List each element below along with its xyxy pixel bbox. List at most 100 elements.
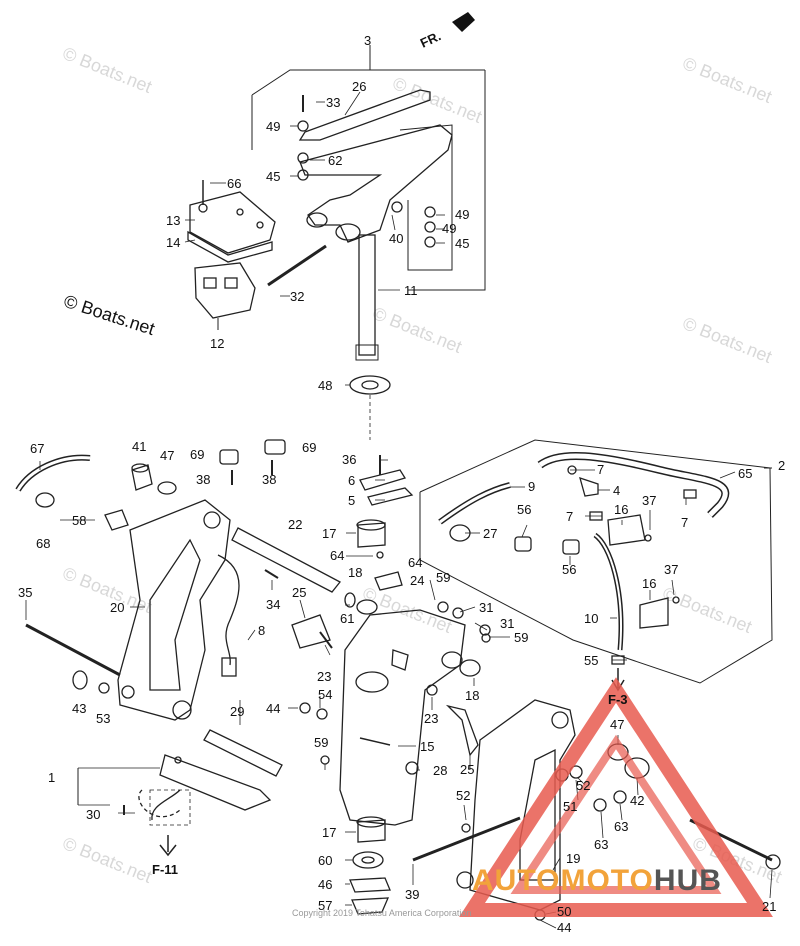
callout-24[interactable]: 24 — [410, 573, 425, 588]
callout-59[interactable]: 59 — [436, 570, 451, 585]
callout-9[interactable]: 9 — [528, 479, 536, 494]
callout-65[interactable]: 65 — [738, 466, 753, 481]
callout-64[interactable]: 64 — [330, 548, 345, 563]
callout-57[interactable]: 57 — [318, 898, 333, 913]
callout-30[interactable]: 30 — [86, 807, 101, 822]
callout-15[interactable]: 15 — [420, 739, 435, 754]
callout-45[interactable]: 45 — [455, 236, 470, 251]
callout-10[interactable]: 10 — [584, 611, 599, 626]
callout-23[interactable]: 23 — [424, 711, 439, 726]
callout-2[interactable]: 2 — [778, 458, 786, 473]
callout-17[interactable]: 17 — [322, 526, 337, 541]
callout-59[interactable]: 59 — [514, 630, 529, 645]
callout-63[interactable]: 63 — [614, 819, 629, 834]
front-arrow-icon — [452, 12, 475, 32]
callout-20[interactable]: 20 — [110, 600, 125, 615]
callout-59[interactable]: 59 — [314, 735, 329, 750]
callout-28[interactable]: 28 — [433, 763, 448, 778]
callout-17[interactable]: 17 — [322, 825, 337, 840]
callout-52[interactable]: 52 — [576, 778, 591, 793]
callout-43[interactable]: 43 — [72, 701, 87, 716]
callout-21[interactable]: 21 — [762, 899, 777, 914]
callout-7[interactable]: 7 — [566, 509, 574, 524]
ref-f3[interactable]: F-3 — [608, 692, 628, 707]
callout-67[interactable]: 67 — [30, 441, 45, 456]
callout-18[interactable]: 18 — [465, 688, 480, 703]
callout-25[interactable]: 25 — [292, 585, 307, 600]
callout-25[interactable]: 25 — [460, 762, 475, 777]
callout-38[interactable]: 38 — [196, 472, 211, 487]
callout-46[interactable]: 46 — [318, 877, 333, 892]
callout-49[interactable]: 49 — [442, 221, 457, 236]
callout-41[interactable]: 41 — [132, 439, 147, 454]
callout-47[interactable]: 47 — [160, 448, 175, 463]
callout-55[interactable]: 55 — [584, 653, 599, 668]
ref-f11[interactable]: F-11 — [152, 862, 179, 877]
callout-18[interactable]: 18 — [348, 565, 363, 580]
callout-13[interactable]: 13 — [166, 213, 181, 228]
callout-37[interactable]: 37 — [664, 562, 679, 577]
callout-52[interactable]: 52 — [456, 788, 471, 803]
callout-27[interactable]: 27 — [483, 526, 498, 541]
callout-62[interactable]: 62 — [328, 153, 343, 168]
callout-48[interactable]: 48 — [318, 378, 333, 393]
callout-63[interactable]: 63 — [594, 837, 609, 852]
callout-31[interactable]: 31 — [479, 600, 494, 615]
callout-7[interactable]: 7 — [597, 462, 605, 477]
callout-16[interactable]: 16 — [614, 502, 629, 517]
callout-36[interactable]: 36 — [342, 452, 357, 467]
logo-moto: MOTO — [560, 864, 654, 897]
callout-49[interactable]: 49 — [455, 207, 470, 222]
logo-text: AUTOMOTOHUB — [472, 864, 722, 898]
callout-7[interactable]: 7 — [681, 515, 689, 530]
callout-14[interactable]: 14 — [166, 235, 181, 250]
callout-61[interactable]: 61 — [340, 611, 355, 626]
callout-26[interactable]: 26 — [352, 79, 367, 94]
callout-50[interactable]: 50 — [557, 904, 572, 919]
callout-69[interactable]: 69 — [190, 447, 205, 462]
callout-29[interactable]: 29 — [230, 704, 245, 719]
callout-23[interactable]: 23 — [317, 669, 332, 684]
callout-12[interactable]: 12 — [210, 336, 225, 351]
logo-triangle-icon — [459, 677, 773, 917]
callout-44[interactable]: 44 — [557, 920, 572, 935]
callout-42[interactable]: 42 — [630, 793, 645, 808]
callout-11[interactable]: 11 — [404, 283, 418, 298]
callout-22[interactable]: 22 — [288, 517, 303, 532]
callout-35[interactable]: 35 — [18, 585, 33, 600]
callout-56[interactable]: 56 — [562, 562, 577, 577]
callout-19[interactable]: 19 — [566, 851, 581, 866]
callout-37[interactable]: 37 — [642, 493, 657, 508]
callout-47[interactable]: 47 — [610, 717, 625, 732]
callout-56[interactable]: 56 — [517, 502, 532, 517]
callout-16[interactable]: 16 — [642, 576, 657, 591]
callout-38[interactable]: 38 — [262, 472, 277, 487]
callout-53[interactable]: 53 — [96, 711, 111, 726]
callout-68[interactable]: 68 — [36, 536, 51, 551]
callout-66[interactable]: 66 — [227, 176, 242, 191]
callout-8[interactable]: 8 — [258, 623, 266, 638]
callout-60[interactable]: 60 — [318, 853, 333, 868]
callout-54[interactable]: 54 — [318, 687, 333, 702]
callout-5[interactable]: 5 — [348, 493, 356, 508]
callout-44[interactable]: 44 — [266, 701, 281, 716]
callout-40[interactable]: 40 — [389, 231, 404, 246]
callout-69[interactable]: 69 — [302, 440, 317, 455]
callout-45[interactable]: 45 — [266, 169, 281, 184]
callout-58[interactable]: 58 — [72, 513, 87, 528]
callout-32[interactable]: 32 — [290, 289, 305, 304]
callout-49[interactable]: 49 — [266, 119, 281, 134]
callout-1[interactable]: 1 — [48, 770, 56, 785]
callout-34[interactable]: 34 — [266, 597, 281, 612]
logo-auto: AUTO — [472, 864, 561, 897]
callout-33[interactable]: 33 — [326, 95, 341, 110]
callout-31[interactable]: 31 — [500, 616, 515, 631]
callout-39[interactable]: 39 — [405, 887, 420, 902]
callout-51[interactable]: 51 — [563, 799, 578, 814]
callout-4[interactable]: 4 — [613, 483, 621, 498]
callout-3[interactable]: 3 — [364, 33, 372, 48]
callout-6[interactable]: 6 — [348, 473, 356, 488]
callout-64[interactable]: 64 — [408, 555, 423, 570]
